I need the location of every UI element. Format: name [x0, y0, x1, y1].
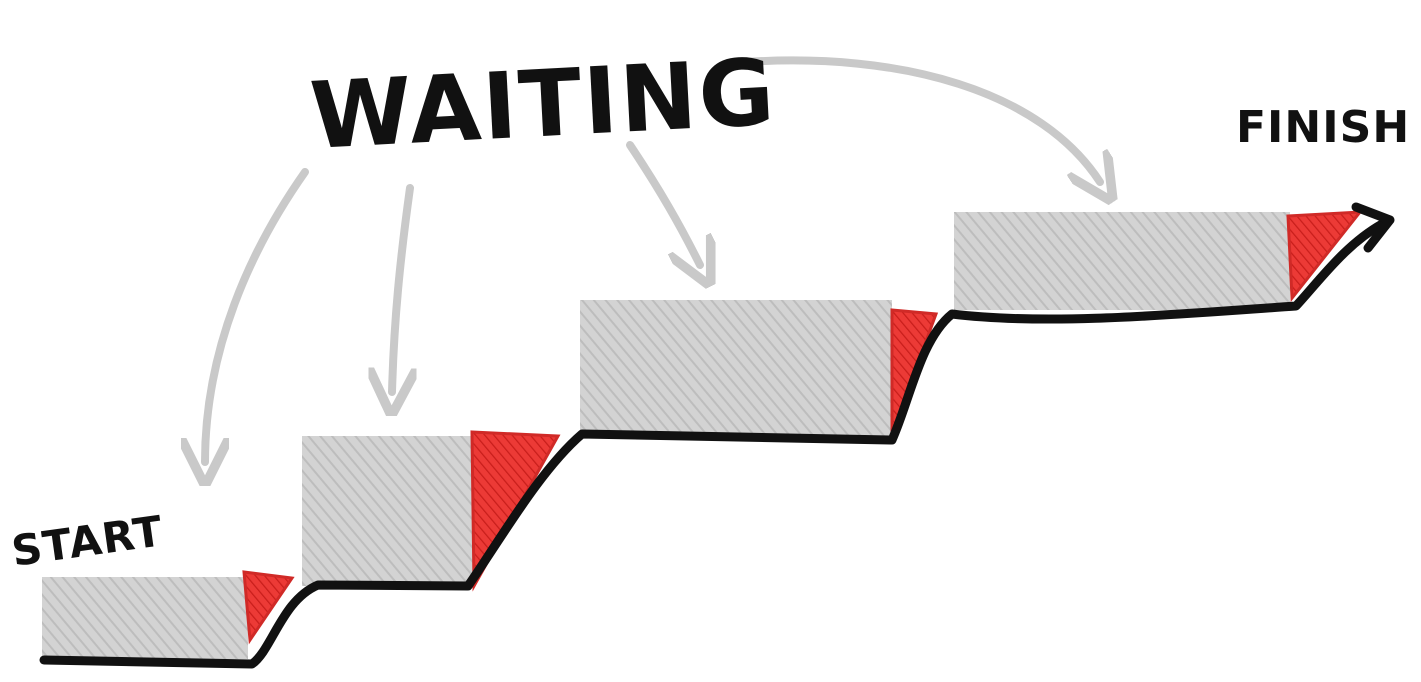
pointer-arrow-3	[626, 141, 700, 265]
waiting-pointer-arrows	[205, 56, 1100, 462]
waiting-block-3	[580, 300, 892, 438]
work-triangle-4	[1286, 210, 1364, 303]
waiting-block-1	[42, 577, 248, 659]
waiting-blocks	[42, 212, 1290, 659]
finish-label: FINISH	[1236, 102, 1410, 153]
pointer-arrow-2	[392, 184, 410, 392]
finish-arrow-head-icon	[1351, 202, 1395, 253]
pointer-arrow-4	[741, 56, 1100, 182]
start-label: START	[9, 506, 167, 576]
step-line	[39, 219, 1387, 669]
waiting-block-2	[302, 436, 474, 586]
work-triangle-1	[242, 570, 295, 645]
waiting-label: WAITING	[308, 39, 779, 170]
waiting-block-4	[954, 212, 1290, 310]
pointer-arrow-1	[205, 168, 309, 462]
